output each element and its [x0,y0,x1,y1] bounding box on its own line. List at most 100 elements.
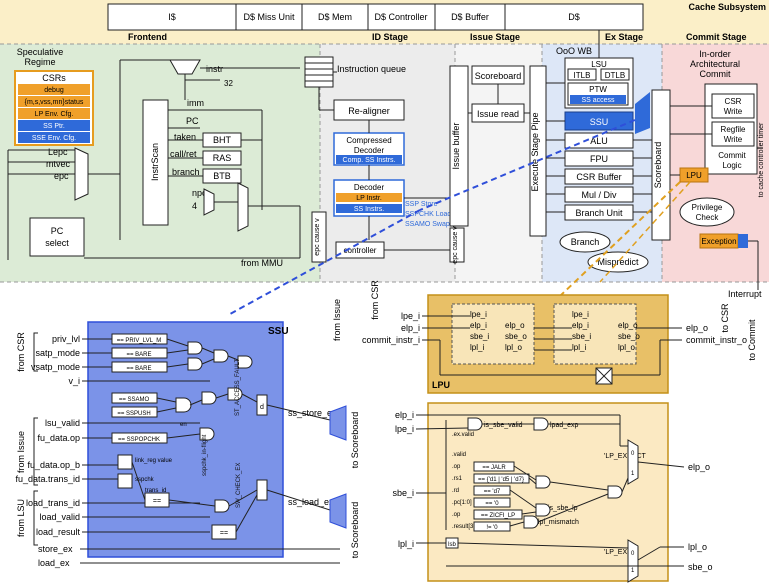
frontend-mux [237,182,249,232]
lp-out-elp: elp_o [688,462,710,472]
exception-ss-marker [738,234,748,248]
lp-field-valid: .valid [452,452,466,458]
ssu-in-fu-op: fu_data.op [37,433,80,443]
dcache-miss-unit-label: D$ Miss Unit [243,12,295,22]
taken-label: taken [174,132,196,142]
ssu-in-load-ex: load_ex [38,558,70,568]
csr-write-line1: CSR [725,97,742,106]
ssu-label: SSU [590,117,609,127]
lp-field-pc: .pc[1:0] [452,500,472,506]
lpu-to-commit: to Commit [747,319,757,361]
lpu-in-elp: elp_i [401,323,420,333]
ssu-from-issue: from Issue [16,431,26,473]
csr-buffer-label: CSR Buffer [576,172,621,182]
ssu-detail-link [229,209,421,315]
ss-load-ex-label: ss_load_ex [288,497,334,507]
dtlb-box [600,68,630,81]
lp-is-sbe-lp: is_sbe_lp [548,505,578,512]
mispredict-label: Mispredict [597,257,639,267]
lpu-mid-in-sbe: sbe_i [470,332,489,341]
lp-and-gate-3 [535,475,551,489]
ssamo-swap-label: SSAMO Swap [405,221,450,228]
ssu-in-load-result: load_result [36,527,81,537]
instruction-queue-box [304,56,334,88]
csr-item-lp-env: LP Env. Cfg. [35,111,74,118]
id-epc-cause-label: epc cause v [314,218,321,256]
ssu-ff-d: d [260,404,264,411]
sspchk-load-label: SSPCHK Load [405,211,451,218]
ssu-in-vsatp-mode: vsatp_mode [31,362,80,372]
issue-buffer-label: Issue buffer [451,123,461,170]
instr-width-label: 32 [224,79,233,88]
csrs-title: CSRs [42,73,66,83]
lepc-label: Lepc [48,147,68,157]
ssu-or-gate-1 [213,349,229,363]
lsu-label: LSU [591,60,607,69]
lpu-detail-title: LPU [432,380,450,390]
lpu-to-csr: to CSR [720,303,730,333]
csr-item-status: {m,s,vss,mn}status [25,99,84,106]
cmp-ssamo-label: == SSAMO [119,397,150,403]
alu-label: ALU [590,136,608,146]
pc-select-line2: select [45,238,69,248]
ssu-from-csr: from CSR [16,332,26,372]
id-epc-cause-reg [311,211,327,263]
ssu-and-gate-2 [187,357,203,371]
lp-lpl-mismatch: lpl_mismatch [538,519,579,526]
ssu-load-ff [256,479,268,501]
lp-lpl-mux [627,539,639,583]
lp-cmp-result [473,521,511,532]
privilege-check-ellipse [679,197,735,227]
lp-cmp-jalr-label: == JALR [482,465,506,471]
lp-and-gate-4 [535,503,551,517]
lpu-mid-out-lpl: lpl_o [505,343,522,352]
realigner-label: Re-aligner [348,106,390,116]
ss-instrs-label: SS Instrs. [354,206,384,213]
bht-label: BHT [213,135,232,145]
id-stage-title: ID Stage [372,32,408,42]
link-reg-label: link_reg value [135,458,173,464]
itlb-box [567,68,597,81]
commit-stage-title: Commit Stage [686,32,747,42]
mtvec-label: mtvec [46,159,71,169]
ssu-to-decoder-link [419,119,636,211]
csr-sse-env [18,132,90,143]
dcache-mem-label: D$ Mem [318,12,352,22]
lpu-in-lpe: lpe_i [401,311,420,321]
lp-out-lpl: lpl_o [688,542,707,552]
ssu-or-gate-2 [175,397,192,413]
branch-ellipse-label: Branch [571,237,600,247]
decoder-label: Decoder [354,183,385,192]
lp-in-elp: elp_i [395,410,414,420]
lpu-mid-in-lpl: lpl_i [470,343,484,352]
ooo-wb-title: OoO WB [556,46,592,56]
spec-regime-line1: Speculative [17,47,64,57]
csr-lp-env [18,108,90,119]
lpu-right-in-lpl: lpl_i [572,343,586,352]
dcache-controller-label: D$ Controller [374,12,427,22]
branch-unit-label: Branch Unit [575,208,623,218]
issue-buffer-box [449,65,469,227]
inorder-line2: Architectural [690,59,740,69]
execute-pipe-box [529,65,547,237]
commit-scoreboard-box [651,89,671,241]
pc-mux [74,147,89,201]
ssu-output-mux [635,92,650,134]
call-ret-label: call/ret [170,149,197,159]
commit-scoreboard-label: Scoreboard [653,142,663,189]
sw-check-ex-label: SW_CHECK_EX [236,463,242,508]
commit-logic-line1: Commit [718,151,746,160]
dcache-label: D$ [568,12,580,22]
ssu-in-store-ex: store_ex [38,544,73,554]
lpu-right-out-elp: elp_o [618,321,638,330]
lp-cmp-pc [473,497,511,508]
lp-instr-bar [336,193,402,202]
lp-elp-mux [627,439,639,485]
four-label: 4 [192,201,197,211]
lp-field-rd: .rd [452,488,459,494]
ssu-in-fu-trans-id: fu_data.trans_id [15,474,80,484]
privilege-check-line2: Check [696,213,720,222]
lp-in-lpe: lpe_i [395,424,414,434]
ssu-from-lsu: from LSU [16,499,26,537]
from-mmu-label: from MMU [241,258,283,268]
